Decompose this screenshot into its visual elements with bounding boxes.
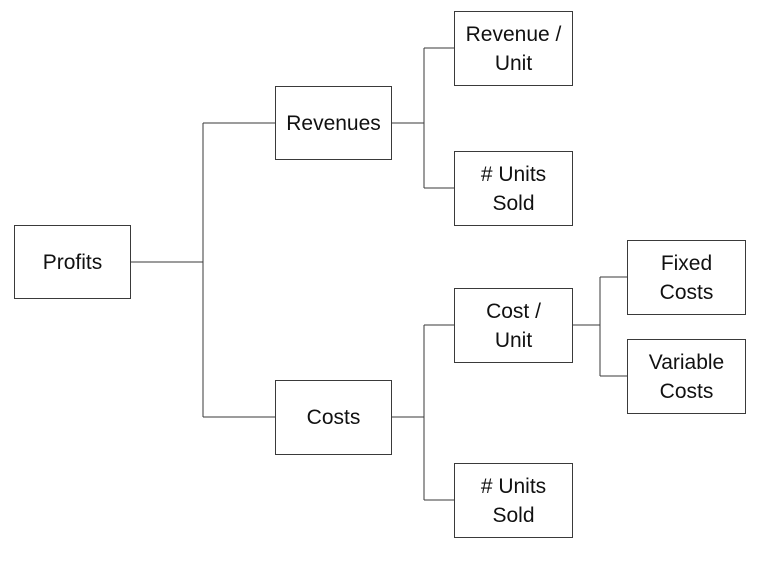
- node-units-sold-revenue-label: # Units Sold: [480, 162, 547, 215]
- node-costs: Costs: [275, 380, 392, 455]
- node-variable-costs: Variable Costs: [627, 339, 746, 414]
- node-revenues-label: Revenues: [286, 111, 381, 135]
- node-cost-per-unit: Cost / Unit: [454, 288, 573, 363]
- node-cost-per-unit-label: Cost / Unit: [486, 299, 541, 352]
- node-costs-label: Costs: [306, 406, 361, 429]
- node-revenues: Revenues: [275, 86, 392, 160]
- node-revenue-per-unit: Revenue / Unit: [454, 11, 573, 86]
- node-profits-label: Profits: [42, 250, 103, 274]
- node-variable-costs-label: Variable Costs: [648, 350, 725, 403]
- node-fixed-costs: Fixed Costs: [627, 240, 746, 315]
- node-units-sold-revenue: # Units Sold: [454, 151, 573, 226]
- node-profits: Profits: [14, 225, 131, 299]
- node-units-sold-cost-label: # Units Sold: [480, 474, 547, 527]
- node-revenue-per-unit-label: Revenue / Unit: [465, 22, 562, 75]
- node-fixed-costs-label: Fixed Costs: [659, 251, 714, 304]
- node-units-sold-cost: # Units Sold: [454, 463, 573, 538]
